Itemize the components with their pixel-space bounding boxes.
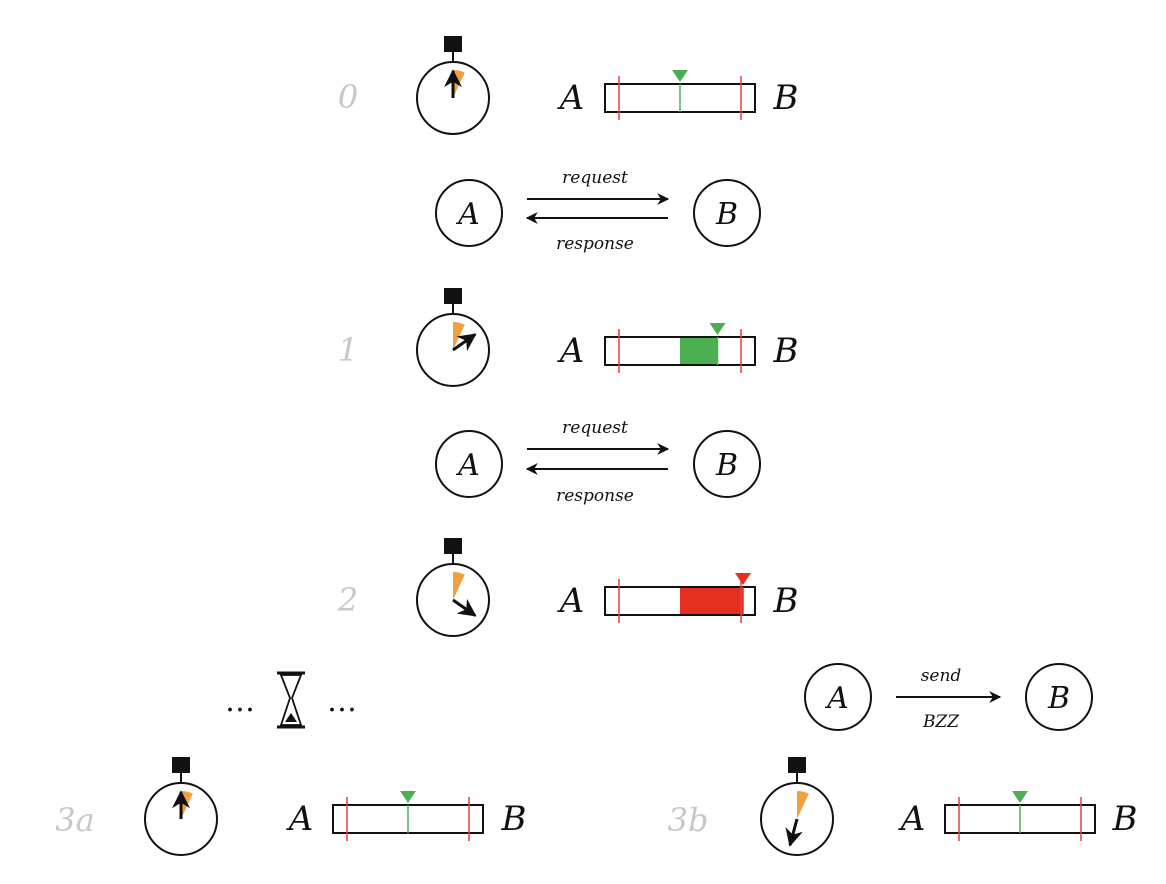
node-label: B [715, 448, 738, 483]
response-label: response [556, 486, 634, 506]
step-0: 0 A B [338, 36, 799, 135]
step-label: 1 [338, 331, 358, 369]
step-3a: 3a A B [55, 757, 527, 856]
stopwatch-icon [760, 757, 834, 856]
timeout-bar [604, 323, 756, 373]
node-a [804, 663, 872, 731]
node-a [435, 430, 503, 498]
request-label: request [562, 168, 628, 188]
node-b [693, 179, 761, 247]
bar-label-a: A [286, 799, 314, 839]
bar-label-a: A [898, 799, 926, 839]
step-label: 0 [338, 78, 358, 116]
hourglass-icon [277, 671, 305, 729]
exchange-1: A B request response [435, 418, 761, 506]
timeout-bar [944, 791, 1096, 841]
bar-label-b: B [501, 799, 527, 839]
node-label: A [824, 681, 849, 716]
node-b [693, 430, 761, 498]
node-label: B [715, 197, 738, 232]
ellipsis-left: … [225, 684, 255, 719]
node-label: B [1047, 681, 1070, 716]
send-exchange: A B send BZZ [804, 663, 1093, 732]
node-a [435, 179, 503, 247]
stopwatch-icon [144, 757, 218, 856]
node-b [1025, 663, 1093, 731]
timeout-bar [332, 791, 484, 841]
step-2: 2 A B [337, 538, 799, 637]
bar-label-a: A [557, 581, 585, 621]
node-label: A [455, 197, 480, 232]
step-label: 3b [668, 801, 709, 839]
ellipsis-right: … [327, 684, 357, 719]
timeout-bar [604, 70, 756, 120]
bar-label-b: B [773, 331, 799, 371]
stopwatch-icon [416, 36, 490, 135]
send-label: send [921, 666, 962, 686]
step-label: 3a [55, 801, 94, 839]
response-label: response [556, 234, 634, 254]
request-label: request [562, 418, 628, 438]
exchange-0: A B request response [435, 168, 761, 254]
stopwatch-icon [416, 538, 490, 637]
node-label: A [455, 448, 480, 483]
bar-label-b: B [773, 78, 799, 118]
step-3b: 3b A B [668, 757, 1138, 856]
bar-label-a: A [557, 78, 585, 118]
wait-indicator: … … [225, 671, 357, 729]
timeout-bar [604, 573, 756, 623]
bar-label-b: B [1112, 799, 1138, 839]
stopwatch-icon [416, 288, 490, 387]
step-1: 1 A B [338, 288, 799, 387]
bar-label-a: A [557, 331, 585, 371]
step-label: 2 [337, 581, 358, 619]
bar-label-b: B [773, 581, 799, 621]
payload-label: BZZ [922, 712, 960, 732]
